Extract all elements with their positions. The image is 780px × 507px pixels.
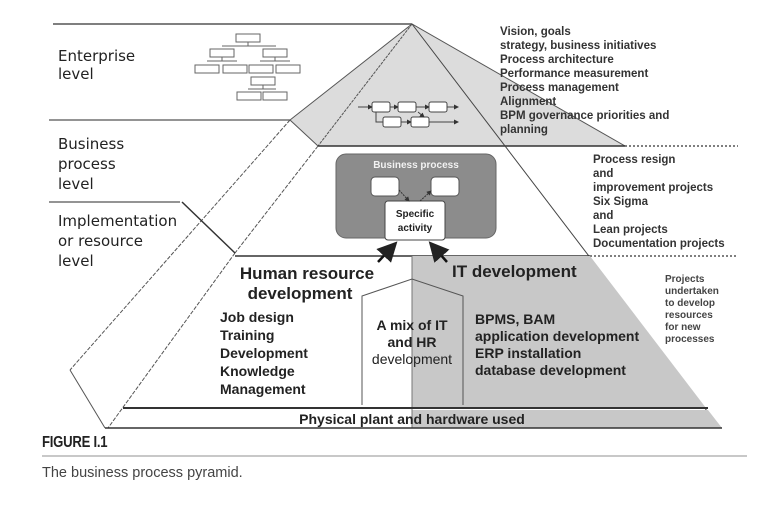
enterprise-annotation: planning xyxy=(500,124,548,136)
hr-item: Training xyxy=(220,327,274,343)
hr-item: Management xyxy=(220,381,306,397)
it-development-items: BPMS, BAM application development ERP in… xyxy=(475,311,639,378)
process-flow-icon xyxy=(358,101,459,128)
process-step-right xyxy=(430,176,460,197)
enterprise-annotation: Process architecture xyxy=(500,54,614,66)
hr-arrow xyxy=(376,241,398,263)
figure-caption: The business process pyramid. xyxy=(42,465,243,481)
implementation-level-label-2: or resource xyxy=(58,232,143,250)
left-inner-edge xyxy=(234,145,319,254)
mix-pentagon-outline xyxy=(361,278,464,405)
left-inner-edge-lower xyxy=(107,252,236,429)
enterprise-level-label-1: Enterprise xyxy=(58,47,135,65)
hr-development-items: Job design Training Development Knowledg… xyxy=(220,309,308,397)
hr-development-title-1: Human resource xyxy=(240,264,374,283)
business-level-label-1: Business xyxy=(58,135,124,153)
specific-activity-line-2: activity xyxy=(398,223,433,234)
figure-divider xyxy=(42,455,747,457)
specific-activity-box xyxy=(384,200,446,241)
hr-item: Knowledge xyxy=(220,363,295,379)
implementation-annotation: resources xyxy=(665,310,713,321)
implementation-level-label-3: level xyxy=(58,252,94,270)
flow-arrow-out xyxy=(419,190,432,202)
business-annotation: and xyxy=(593,168,613,180)
business-annotation: and xyxy=(593,210,613,222)
enterprise-level-label-2: level xyxy=(58,65,94,83)
business-process-annotations: Process resign and improvement projects … xyxy=(593,154,725,250)
it-development-title: IT development xyxy=(452,262,577,281)
implementation-annotation: for new xyxy=(665,322,701,333)
it-development-area xyxy=(412,256,706,408)
business-process-title: Business process xyxy=(373,160,459,171)
business-annotation: Lean projects xyxy=(593,224,668,236)
left-outer-edge xyxy=(69,119,291,371)
business-annotation: Six Sigma xyxy=(593,196,649,208)
process-step-left xyxy=(370,176,400,197)
figure-label: FIGURE I.1 xyxy=(42,434,108,451)
base-label: Physical plant and hardware used xyxy=(299,411,525,427)
specific-activity-line-1: Specific xyxy=(396,209,435,220)
apex-inner-line xyxy=(317,23,413,147)
enterprise-annotation: Vision, goals xyxy=(500,26,571,38)
business-level-label-3: level xyxy=(58,175,94,193)
it-item: application development xyxy=(475,328,639,344)
hr-development-title-2: development xyxy=(248,284,353,303)
org-chart-icon xyxy=(194,33,301,101)
implementation-annotation: to develop xyxy=(665,298,715,309)
enterprise-annotation: strategy, business initiatives xyxy=(500,40,656,52)
left-outer-edge-lower xyxy=(69,369,106,429)
implementation-annotation: processes xyxy=(665,334,715,345)
implementation-left-diag xyxy=(181,201,236,254)
mix-line-2: and HR xyxy=(388,334,437,350)
mix-line-1: A mix of IT xyxy=(376,317,447,333)
enterprise-annotations: Vision, goals strategy, business initiat… xyxy=(500,26,669,136)
enterprise-annotation: Process management xyxy=(500,82,619,94)
business-annotation: Process resign xyxy=(593,154,675,166)
mix-line-3: development xyxy=(372,351,452,367)
business-process-pyramid-diagram: Business process Specific activity Enter… xyxy=(49,23,738,429)
implementation-annotations: Projects undertaken to develop resources… xyxy=(665,274,719,345)
hr-item: Development xyxy=(220,345,308,361)
figure-caption-block: FIGURE I.1 The business process pyramid. xyxy=(42,434,747,481)
it-item: BPMS, BAM xyxy=(475,311,555,327)
implementation-annotation: Projects xyxy=(665,274,705,285)
implementation-annotation: undertaken xyxy=(665,286,719,297)
business-level-label-2: process xyxy=(58,155,116,173)
business-annotation: improvement projects xyxy=(593,182,713,194)
it-arrow xyxy=(428,241,450,263)
flow-arrow-in xyxy=(398,189,410,202)
enterprise-annotation: Performance measurement xyxy=(500,68,648,80)
business-annotation: Documentation projects xyxy=(593,238,725,250)
it-base-gray xyxy=(412,410,722,428)
it-item: ERP installation xyxy=(475,345,581,361)
it-item: database development xyxy=(475,362,626,378)
enterprise-annotation: BPM governance priorities and xyxy=(500,110,669,122)
hr-item: Job design xyxy=(220,309,294,325)
enterprise-annotation: Alignment xyxy=(500,96,556,108)
implementation-level-label-1: Implementation xyxy=(58,212,177,230)
